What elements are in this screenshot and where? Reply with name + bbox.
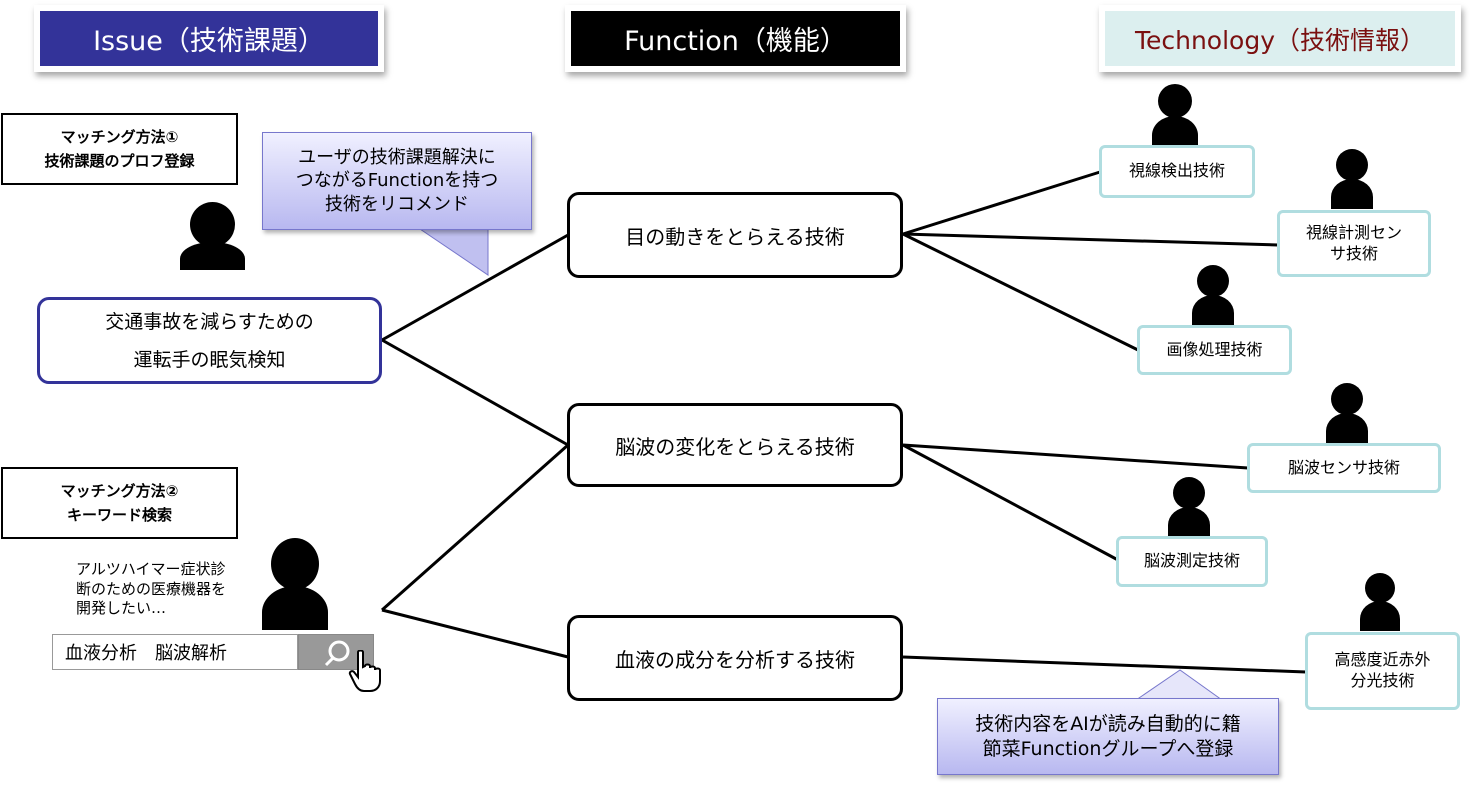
matching-method-2-desc: キーワード検索	[66, 506, 172, 524]
recommend-callout-line: ユーザの技術課題解決に	[298, 146, 496, 168]
matching-method-1-desc: 技術課題のプロフ登録	[44, 152, 195, 170]
connector-line	[902, 443, 1249, 470]
connector-line	[902, 232, 1279, 247]
tech-box-image-processing: 画像処理技術	[1137, 325, 1292, 375]
function-label: 目の動きをとらえる技術	[625, 224, 845, 249]
tech-label: 画像処理技術	[1166, 339, 1263, 359]
technology-column-header: Technology（技術情報）	[1105, 11, 1455, 66]
tech-label: 分光技術	[1350, 671, 1415, 690]
tech-label: 視線計測セン	[1305, 222, 1402, 242]
query-line: 開発したい…	[76, 599, 167, 617]
tech-label: サ技術	[1329, 243, 1378, 263]
issue-box: 交通事故を減らすための 運転手の眠気検知	[37, 297, 382, 384]
ai-callout-line: 節菜Functionグループへ登録	[982, 737, 1234, 760]
searcher-person-icon	[262, 538, 328, 630]
tech-box-nir: 高感度近赤外 分光技術	[1305, 632, 1460, 710]
connector-line	[381, 233, 569, 342]
tech-box-eeg-measure: 脳波測定技術	[1116, 536, 1268, 587]
issue-column-header: Issue（技術課題）	[40, 11, 378, 66]
tech-person-icon	[1192, 265, 1234, 325]
ai-callout-line: 技術内容をAIが読み自動的に籍	[975, 712, 1241, 735]
search-icon	[324, 640, 350, 667]
matching-method-1-box: マッチング方法① 技術課題のプロフ登録	[1, 113, 238, 185]
tech-person-icon	[1331, 149, 1373, 209]
connector-line	[381, 443, 569, 612]
ai-registration-callout: 技術内容をAIが読み自動的に籍 節菜Functionグループへ登録	[937, 698, 1279, 775]
connector-line	[902, 655, 1307, 674]
tech-person-icon	[1168, 477, 1210, 537]
user-query-text: アルツハイマー症状診 断のための医療機器を 開発したい…	[76, 560, 266, 620]
tech-box-eeg-sensor: 脳波センサ技術	[1247, 443, 1441, 493]
query-line: 断のための医療機器を	[76, 579, 227, 598]
search-input[interactable]: 血液分析 脳波解析	[52, 634, 298, 670]
function-box-brainwave: 脳波の変化をとらえる技術	[567, 403, 903, 487]
recommend-callout-line: 技術をリコメンド	[325, 193, 469, 215]
connector-line	[381, 608, 569, 659]
function-label: 血液の成分を分析する技術	[615, 647, 855, 672]
tech-label: 脳波測定技術	[1143, 551, 1240, 571]
tech-label: 高感度近赤外	[1334, 650, 1431, 670]
recommend-callout: ユーザの技術課題解決に つながるFunctionを持つ 技術をリコメンド	[262, 132, 532, 230]
matching-method-1-title: マッチング方法①	[60, 128, 179, 146]
tech-label: 視線検出技術	[1128, 161, 1225, 181]
tech-box-gaze-sensor: 視線計測セン サ技術	[1277, 210, 1431, 277]
connector-line	[902, 232, 1139, 352]
query-line: アルツハイマー症状診	[76, 560, 226, 578]
connector-line	[381, 338, 569, 447]
function-box-blood: 血液の成分を分析する技術	[567, 615, 903, 701]
tech-person-icon	[1152, 84, 1198, 148]
tech-person-icon	[1360, 573, 1400, 631]
issue-line: 運転手の眠気検知	[133, 348, 286, 371]
recommend-callout-line: つながるFunctionを持つ	[295, 170, 499, 192]
user-person-icon	[180, 202, 245, 270]
function-column-header: Function（機能）	[571, 11, 900, 66]
function-label: 脳波の変化をとらえる技術	[615, 434, 855, 459]
hand-cursor-icon	[348, 650, 381, 692]
matching-method-2-title: マッチング方法②	[60, 482, 179, 500]
matching-method-2-box: マッチング方法② キーワード検索	[1, 467, 238, 539]
tech-box-gaze-detect: 視線検出技術	[1099, 145, 1255, 198]
connector-line	[902, 443, 1119, 562]
tech-person-icon	[1326, 383, 1368, 443]
tech-label: 脳波センサ技術	[1287, 457, 1400, 477]
function-box-eye: 目の動きをとらえる技術	[567, 192, 903, 278]
issue-line: 交通事故を減らすための	[105, 310, 314, 333]
connector-line	[902, 170, 1101, 236]
